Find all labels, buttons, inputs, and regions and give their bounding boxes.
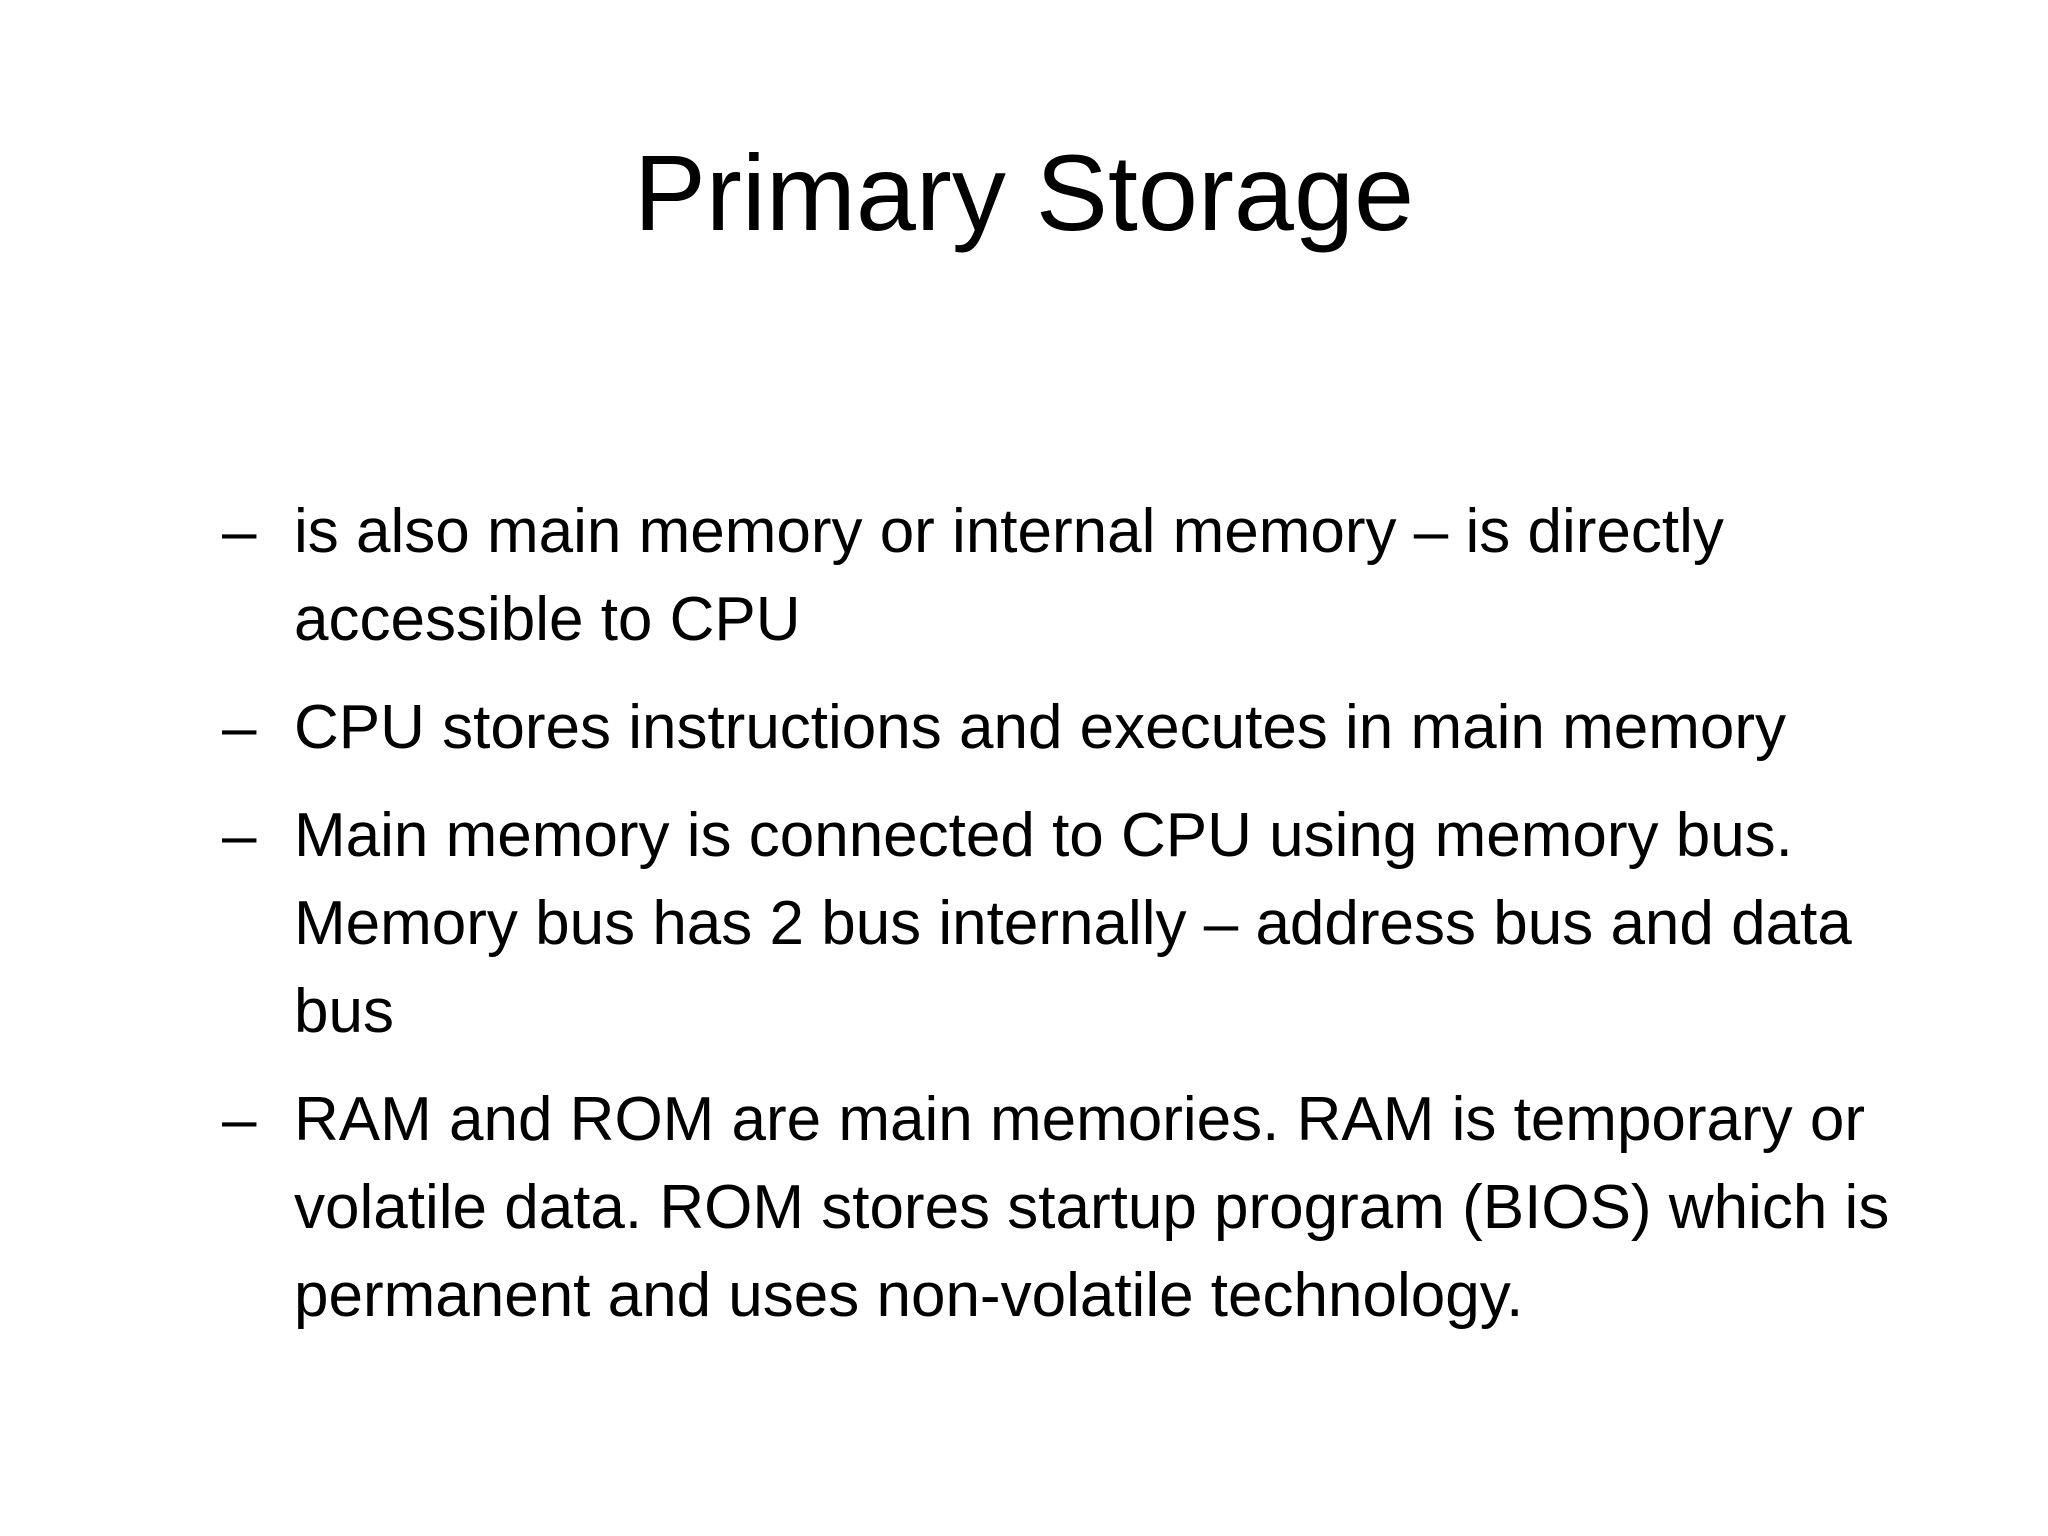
bullet-text: RAM and ROM are main memories. RAM is te… (294, 1085, 1890, 1330)
bullet-text: Main memory is connected to CPU using me… (294, 801, 1852, 1046)
bullet-text: CPU stores instructions and executes in … (294, 693, 1787, 762)
bullet-dash: – (222, 497, 257, 566)
bullet-item: – CPU stores instructions and executes i… (222, 684, 1962, 772)
bullet-list: – is also main memory or internal memory… (222, 488, 1962, 1360)
bullet-item: – is also main memory or internal memory… (222, 488, 1962, 664)
bullet-item: – Main memory is connected to CPU using … (222, 792, 1962, 1056)
bullet-text: is also main memory or internal memory –… (294, 497, 1724, 654)
bullet-dash: – (222, 1085, 257, 1154)
bullet-dash: – (222, 801, 257, 870)
slide-title: Primary Storage (633, 132, 1415, 253)
bullet-dash: – (222, 693, 257, 762)
bullet-item: – RAM and ROM are main memories. RAM is … (222, 1076, 1962, 1340)
